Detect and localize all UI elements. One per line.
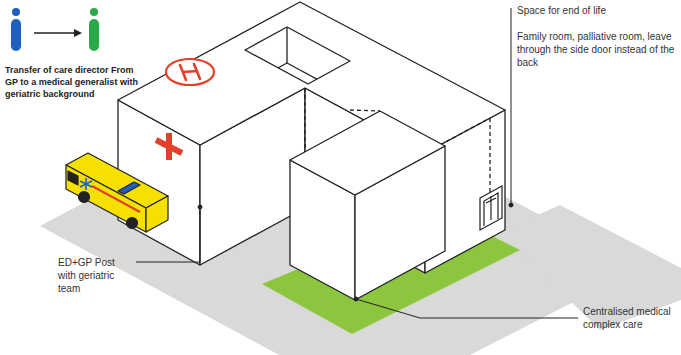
callout-label: Centralised medical complex care bbox=[583, 305, 675, 331]
red-cross bbox=[156, 133, 182, 160]
ground-grey-right bbox=[500, 205, 681, 330]
transfer-note: Transfer of care director From GP to a m… bbox=[5, 64, 145, 100]
callout-label: ED+GP Post with geriatric team bbox=[58, 256, 134, 295]
hospital-building bbox=[118, 2, 505, 300]
callout-label: Family room, palliative room, leave thro… bbox=[517, 30, 675, 69]
person-icons bbox=[11, 8, 99, 51]
leader-lines bbox=[136, 8, 578, 318]
callout-label: Space for end of life bbox=[517, 4, 675, 17]
helipad bbox=[166, 59, 214, 85]
chapel-door bbox=[480, 186, 502, 230]
ambulance bbox=[66, 153, 168, 232]
